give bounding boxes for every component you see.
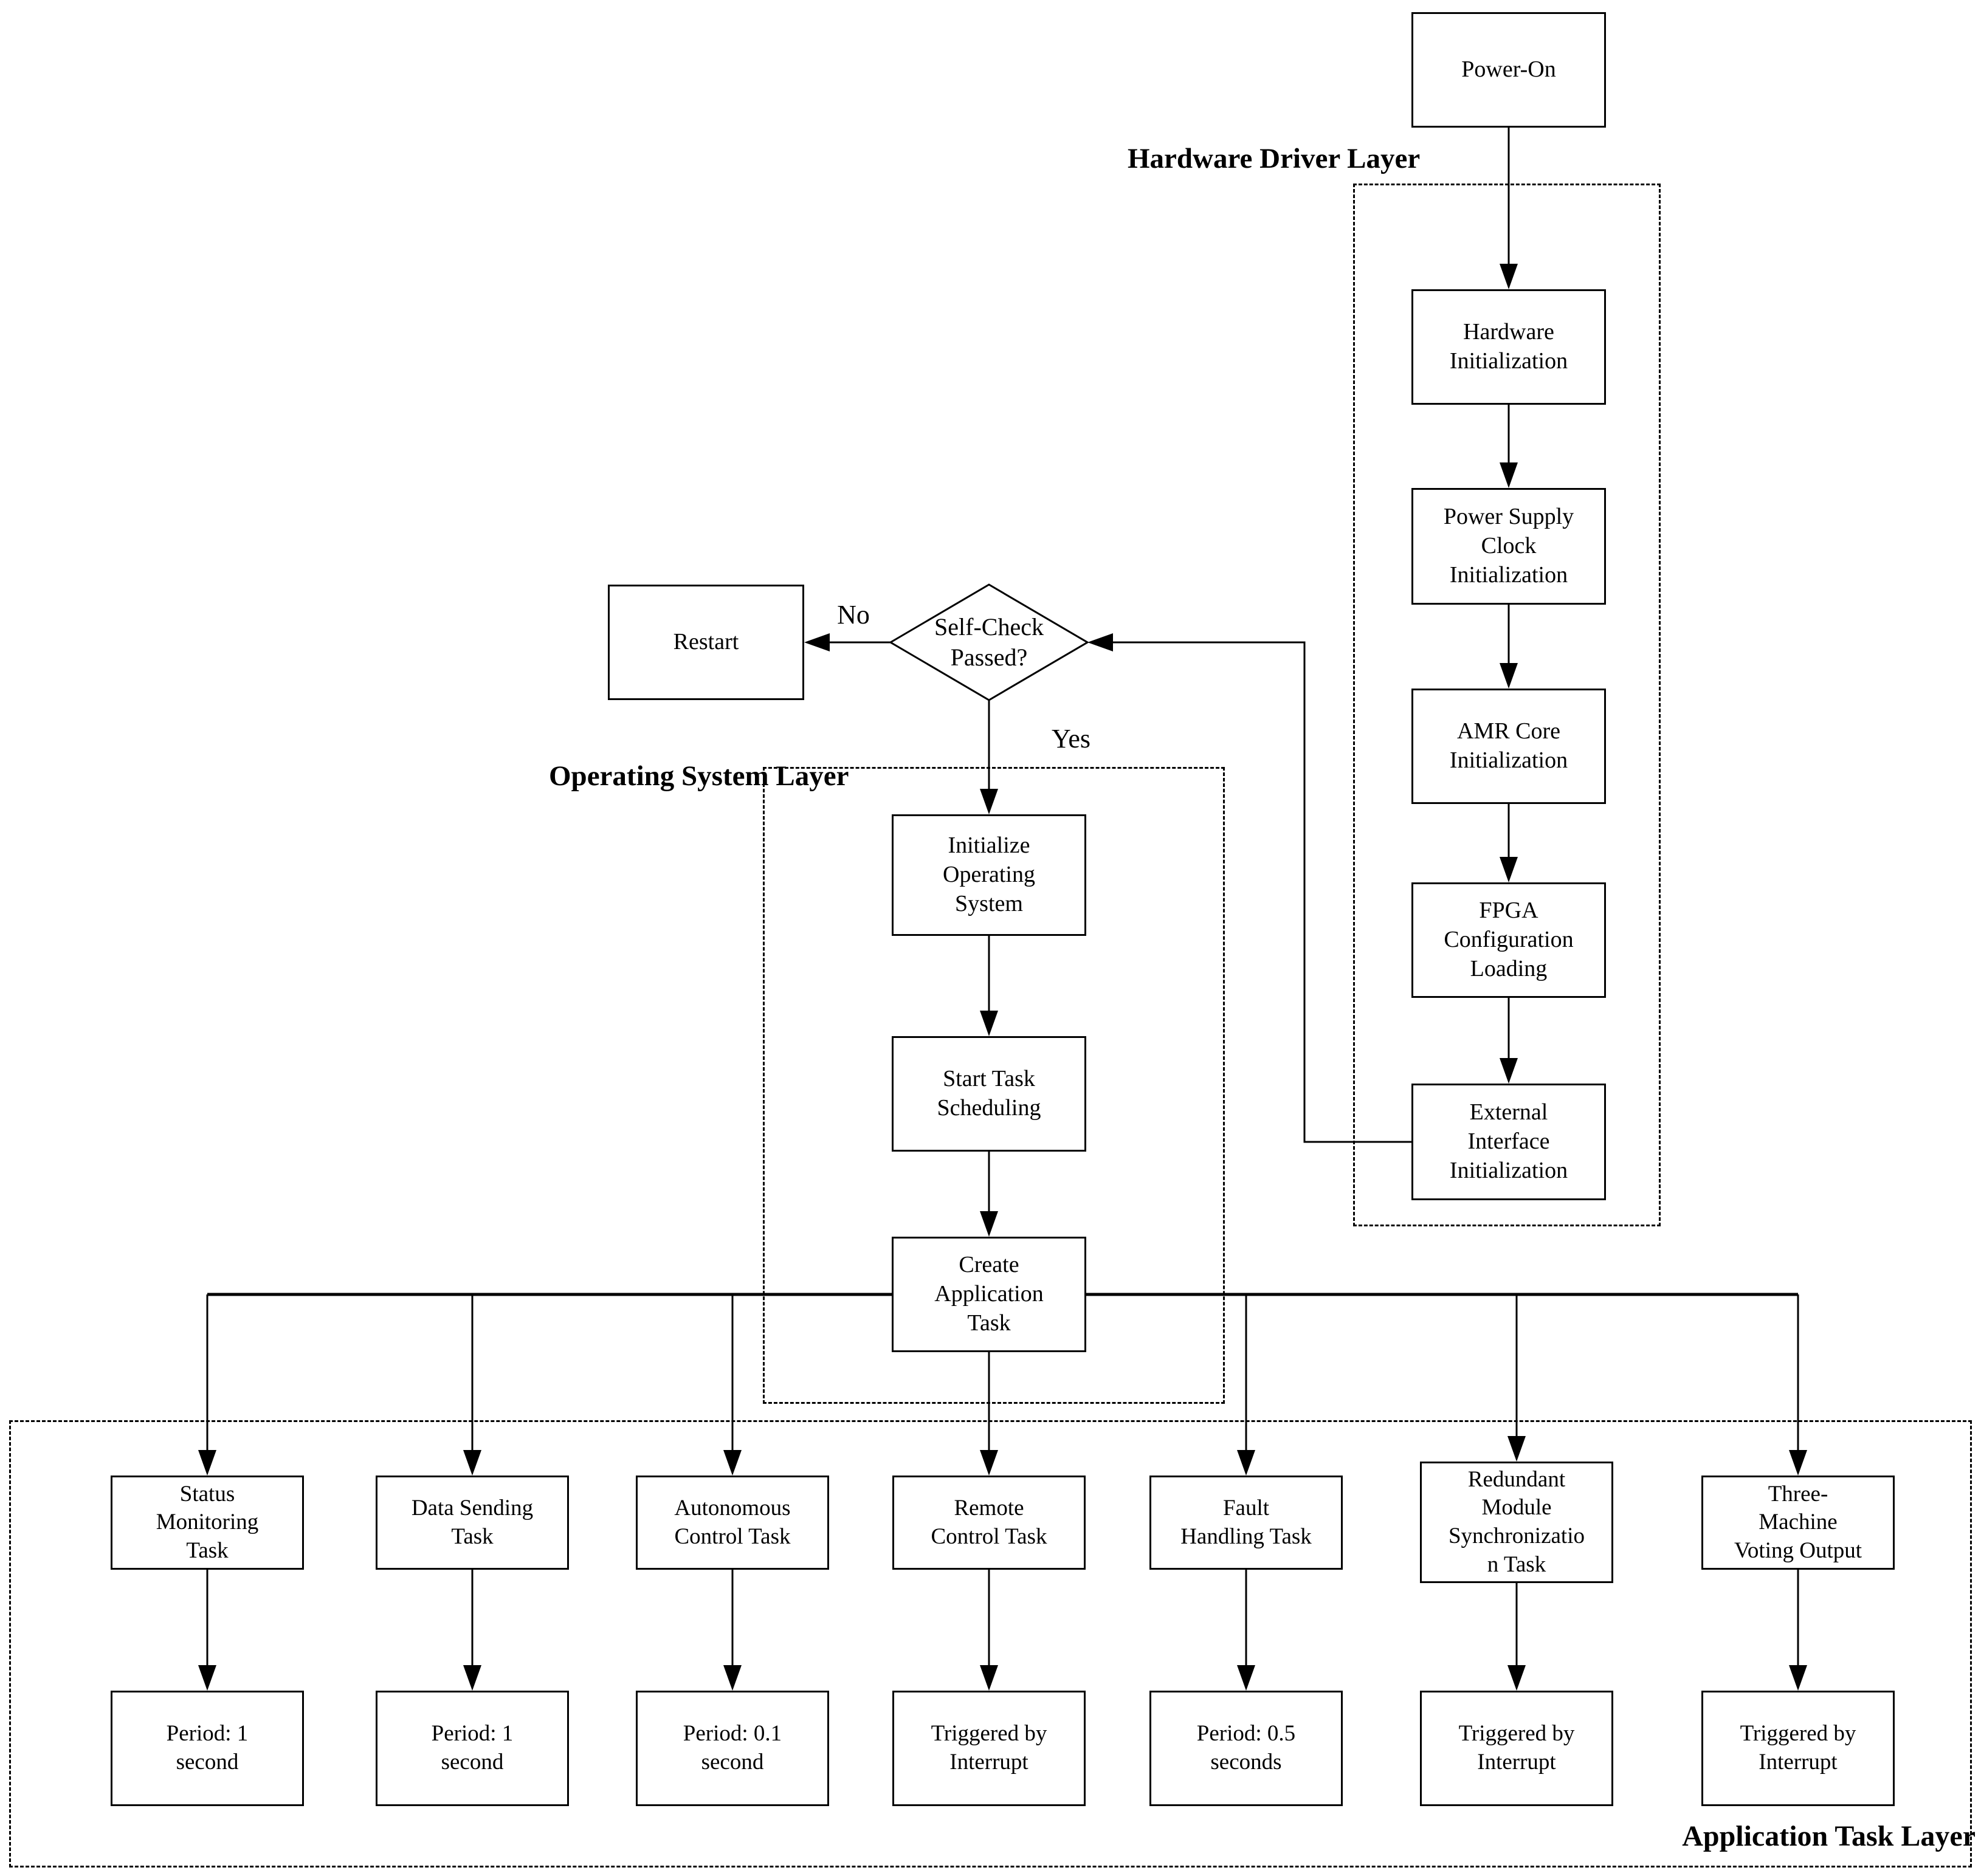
edge-power-supply-clock-to-amr-core — [1500, 605, 1518, 689]
node-power-on: Power-On — [1411, 12, 1606, 128]
operating-system-layer-label: Operating System Layer — [549, 760, 849, 792]
node-data-sending-task: Data Sending Task — [376, 1476, 569, 1570]
node-restart: Restart — [608, 585, 804, 700]
edge-power-on-to-hardware-initialization — [1500, 128, 1518, 289]
hardware-driver-layer-region — [1353, 184, 1661, 1226]
edge-three-machine-to-trigger — [1789, 1570, 1807, 1691]
edge-label-no: No — [817, 600, 890, 630]
node-autonomous-control-task: Autonomous Control Task — [636, 1476, 829, 1570]
node-start-task-scheduling: Start Task Scheduling — [892, 1036, 1086, 1152]
edge-data-sending-to-period — [463, 1570, 481, 1691]
hardware-driver-layer-label: Hardware Driver Layer — [1128, 143, 1421, 174]
edge-label-yes: Yes — [1032, 724, 1111, 754]
node-redundant-module-schedule: Triggered by Interrupt — [1420, 1691, 1613, 1806]
edge-amr-core-to-fpga-configuration — [1500, 804, 1518, 882]
node-redundant-module-synchronization-task: Redundant Module Synchronizatio n Task — [1420, 1462, 1613, 1583]
node-initialize-operating-system: Initialize Operating System — [892, 814, 1086, 936]
node-create-application-task: Create Application Task — [892, 1237, 1086, 1352]
node-fault-handling-schedule: Period: 0.5 seconds — [1149, 1691, 1343, 1806]
edge-fault-handling-to-period — [1237, 1570, 1255, 1691]
edge-bus-to-redundant-module-task — [1507, 1294, 1526, 1462]
node-data-sending-schedule: Period: 1 second — [376, 1691, 569, 1806]
node-three-machine-voting-output: Three- Machine Voting Output — [1701, 1476, 1895, 1570]
node-three-machine-schedule: Triggered by Interrupt — [1701, 1691, 1895, 1806]
node-self-check-label: Self-Check Passed? — [934, 613, 1044, 671]
node-autonomous-control-schedule: Period: 0.1 second — [636, 1691, 829, 1806]
node-power-supply-clock-initialization: Power Supply Clock Initialization — [1411, 488, 1606, 605]
edge-bus-to-three-machine-voting — [1789, 1294, 1807, 1476]
node-status-monitoring-schedule: Period: 1 second — [111, 1691, 304, 1806]
edge-hardware-initialization-to-power-supply-clock — [1500, 405, 1518, 488]
edge-external-interface-to-self-check — [1087, 633, 1411, 1143]
node-remote-control-schedule: Triggered by Interrupt — [892, 1691, 1086, 1806]
node-status-monitoring-task: Status Monitoring Task — [111, 1476, 304, 1570]
node-external-interface-initialization: External Interface Initialization — [1411, 1084, 1606, 1200]
node-remote-control-task: Remote Control Task — [892, 1476, 1086, 1570]
node-fault-handling-task: Fault Handling Task — [1149, 1476, 1343, 1570]
edge-fpga-configuration-to-external-interface — [1500, 998, 1518, 1084]
edge-bus-to-status-monitoring-task — [198, 1294, 216, 1476]
edge-redundant-module-to-trigger — [1507, 1583, 1526, 1691]
node-fpga-configuration-loading: FPGA Configuration Loading — [1411, 882, 1606, 998]
node-amr-core-initialization: AMR Core Initialization — [1411, 689, 1606, 804]
edge-bus-to-autonomous-control-task — [723, 1294, 742, 1476]
edge-bus-to-data-sending-task — [463, 1294, 481, 1476]
edge-self-check-yes-to-initialize-os — [980, 700, 998, 814]
operating-system-layer-region — [763, 767, 1225, 1404]
edge-bus-to-fault-handling-task — [1237, 1294, 1255, 1476]
node-hardware-initialization: Hardware Initialization — [1411, 289, 1606, 405]
edge-initialize-os-to-start-task-scheduling — [980, 936, 998, 1036]
edge-create-task-to-remote-control-task — [980, 1352, 998, 1476]
edge-status-monitoring-to-period — [198, 1570, 216, 1691]
edge-remote-control-to-trigger — [980, 1570, 998, 1691]
application-task-layer-label: Application Task Layer — [1682, 1820, 1976, 1852]
edge-autonomous-control-to-period — [723, 1570, 742, 1691]
edge-self-check-no-to-restart — [804, 633, 891, 651]
edge-start-task-scheduling-to-create-application-task — [980, 1152, 998, 1237]
self-check-diamond — [889, 583, 1089, 701]
application-task-layer-region — [9, 1420, 1972, 1867]
